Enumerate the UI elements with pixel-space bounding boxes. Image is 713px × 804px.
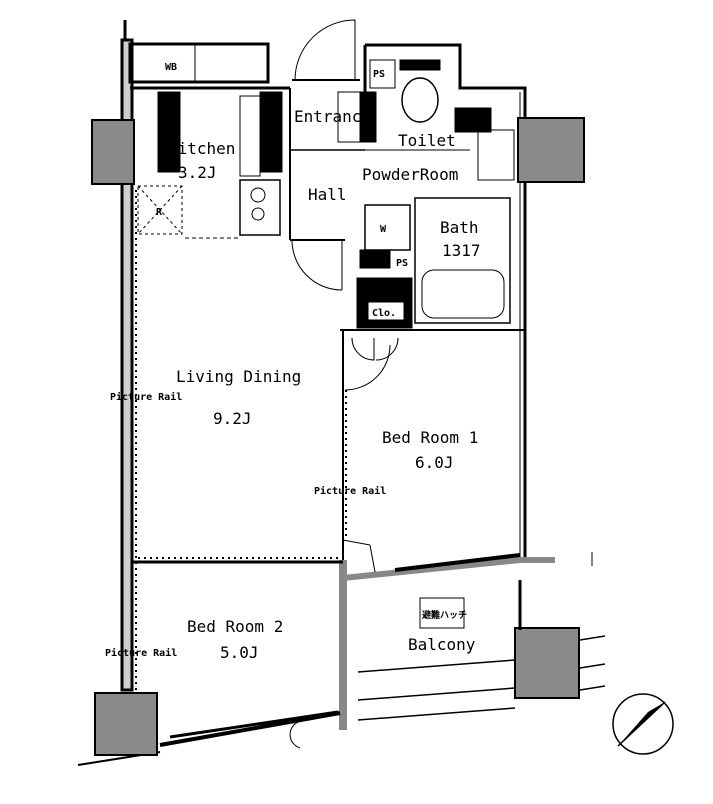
bedroom2-name: Bed Room 2 — [187, 617, 283, 636]
picture-rail-bed2: Picture Rail — [105, 647, 177, 659]
north-arrow-icon — [612, 693, 674, 755]
bath-size: 1317 — [442, 241, 481, 260]
clo-label: Clo. — [372, 308, 396, 319]
ps-top-label: PS — [373, 69, 385, 80]
bedroom1-fixtures — [342, 344, 521, 573]
picture-rail-ld: Picture Rail — [110, 391, 182, 403]
sb-label: SB — [367, 257, 378, 267]
powder-room-name: PowderRoom — [362, 165, 458, 184]
entrance-area — [290, 19, 377, 291]
hall-name: Hall — [308, 185, 347, 204]
living-dining-size: 9.2J — [213, 409, 252, 428]
picture-rail-bed1: Picture Rail — [314, 485, 386, 497]
toilet-name: Toilet — [398, 131, 456, 150]
balcony-name: Balcony — [408, 635, 476, 654]
evac-hatch-label: 避難ハッチ — [422, 609, 467, 621]
bedroom1-size: 6.0J — [415, 453, 454, 472]
wet-area — [345, 59, 515, 361]
kitchen-size: 3.2J — [178, 163, 217, 182]
entrance-name: Entrance — [294, 107, 371, 126]
bedroom2-window — [169, 710, 339, 749]
kitchen-name: Kitchen — [168, 139, 235, 158]
kitchen-area — [137, 88, 345, 241]
living-dining-name: Living Dining — [176, 367, 301, 386]
balcony-area — [357, 552, 606, 721]
bedroom1-name: Bed Room 1 — [382, 428, 478, 447]
bath-name: Bath — [440, 218, 479, 237]
ld-label: L/D — [473, 117, 491, 128]
picture-rails — [135, 190, 347, 690]
bedroom2-size: 5.0J — [220, 643, 259, 662]
w-label: W — [380, 224, 387, 235]
r-label: R — [156, 207, 163, 218]
wb-label: WB — [165, 62, 177, 73]
ps-bath-label: PS — [396, 258, 408, 269]
columns — [91, 117, 585, 756]
